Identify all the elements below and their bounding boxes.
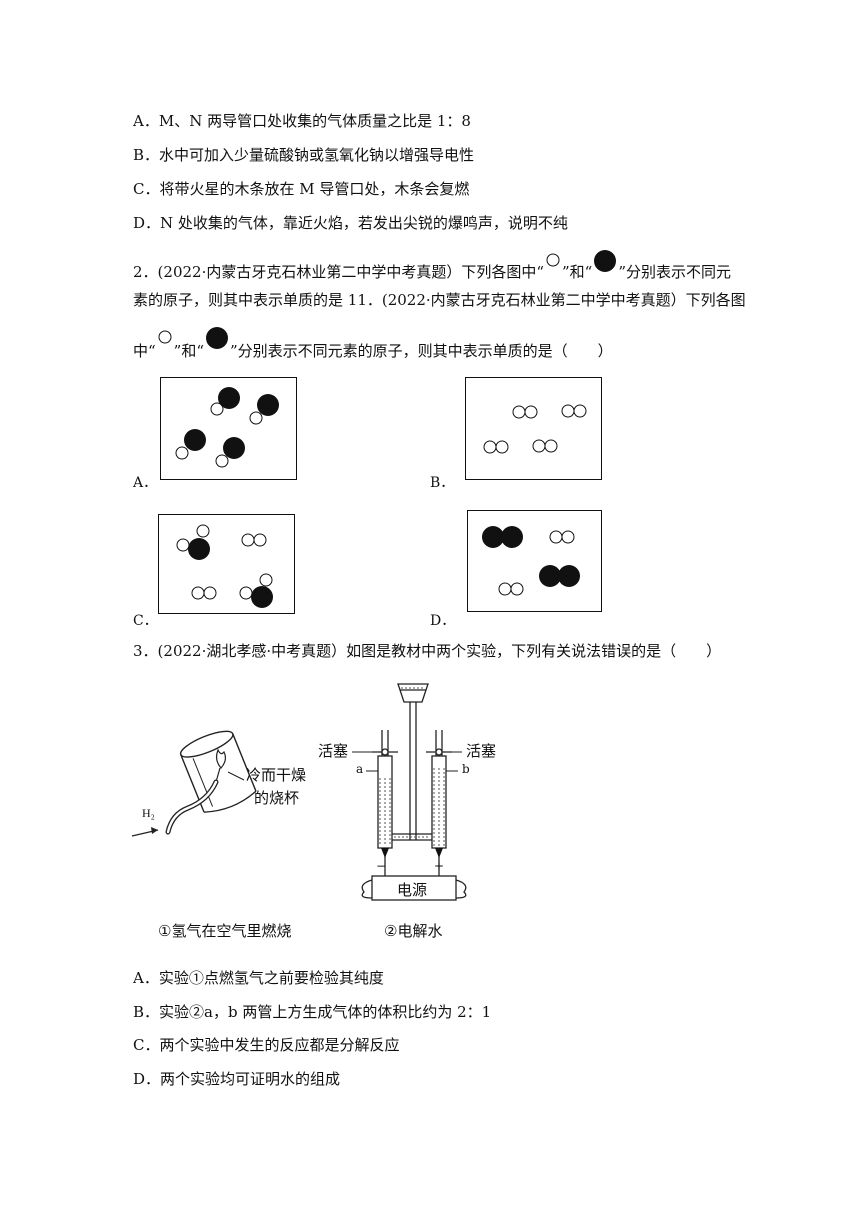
beaker-label-1: 冷而干燥 xyxy=(246,766,307,784)
minus-sign: − xyxy=(376,859,387,873)
q2-option-c-label: C． xyxy=(133,613,158,629)
q2-diagram-a xyxy=(160,377,297,480)
q2-option-b-label: B． xyxy=(430,475,455,491)
q2-stem-line3: 中“”和“”分别表示不同元素的原子，则其中表示单质的是（ ） xyxy=(133,327,613,361)
q3-option-a: A．实验①点燃氢气之前要检验其纯度 xyxy=(133,969,384,987)
q1-option-c: C．将带火星的木条放在 M 导管口处，木条会复燃 xyxy=(133,180,470,198)
white-atom-icon xyxy=(544,253,562,282)
figure-electrolysis: 活塞 活塞 a b − + 电源 ②电解水 xyxy=(318,676,518,950)
q2-stem-line2: 素的原子，则其中表示单质的是 11．(2022·内蒙古牙克石林业第二中学中考真题… xyxy=(133,291,746,309)
flame-icon xyxy=(215,748,227,769)
q2-diagram-d xyxy=(467,510,602,612)
stopcock-label-right: 活塞 xyxy=(466,742,497,760)
power-supply-label: 电源 xyxy=(397,881,428,899)
q3-option-c: C．两个实验中发生的反应都是分解反应 xyxy=(133,1036,400,1054)
q2-option-a-label: A． xyxy=(133,475,158,491)
q2-option-d-label: D． xyxy=(430,613,456,629)
q2-diagram-c xyxy=(158,514,295,614)
figure-1-caption: ①氢气在空气里燃烧 xyxy=(158,922,292,940)
q3-stem: 3．(2022·湖北孝感·中考真题）如图是教材中两个实验，下列有关说法错误的是（… xyxy=(133,642,722,660)
q2-diagram-b xyxy=(465,377,602,480)
electrode-icon xyxy=(435,848,443,858)
white-atom-icon xyxy=(156,330,174,361)
black-atom-icon xyxy=(204,327,230,361)
q2-stem-line1: 2．(2022·内蒙古牙克石林业第二中学中考真题）下列各图中“”和“”分别表示不… xyxy=(133,250,731,282)
q1-option-a: A．M、N 两导管口处收集的气体质量之比是 1：8 xyxy=(133,112,471,130)
h2-label: H₂ xyxy=(142,806,155,820)
tube-a-label: a xyxy=(356,762,364,776)
q3-option-b: B．实验②a，b 两管上方生成气体的体积比约为 2：1 xyxy=(133,1003,492,1021)
tube-b-label: b xyxy=(462,762,470,776)
electrode-icon xyxy=(381,848,389,858)
figure-hydrogen-burning: H₂ 冷而干燥 的烧杯 ①氢气在空气里燃烧 xyxy=(128,700,328,950)
figure-2-caption: ②电解水 xyxy=(384,922,443,940)
black-atom-icon xyxy=(592,250,618,282)
q3-option-d: D．两个实验均可证明水的组成 xyxy=(133,1070,341,1088)
q1-option-b: B．水中可加入少量硫酸钠或氢氧化钠以增强导电性 xyxy=(133,146,475,164)
beaker-label-2: 的烧杯 xyxy=(254,789,300,807)
q1-option-d: D．N 处收集的气体，靠近火焰，若发出尖锐的爆鸣声，说明不纯 xyxy=(133,214,568,232)
plus-sign: + xyxy=(434,859,445,873)
stopcock-label-left: 活塞 xyxy=(318,742,349,760)
